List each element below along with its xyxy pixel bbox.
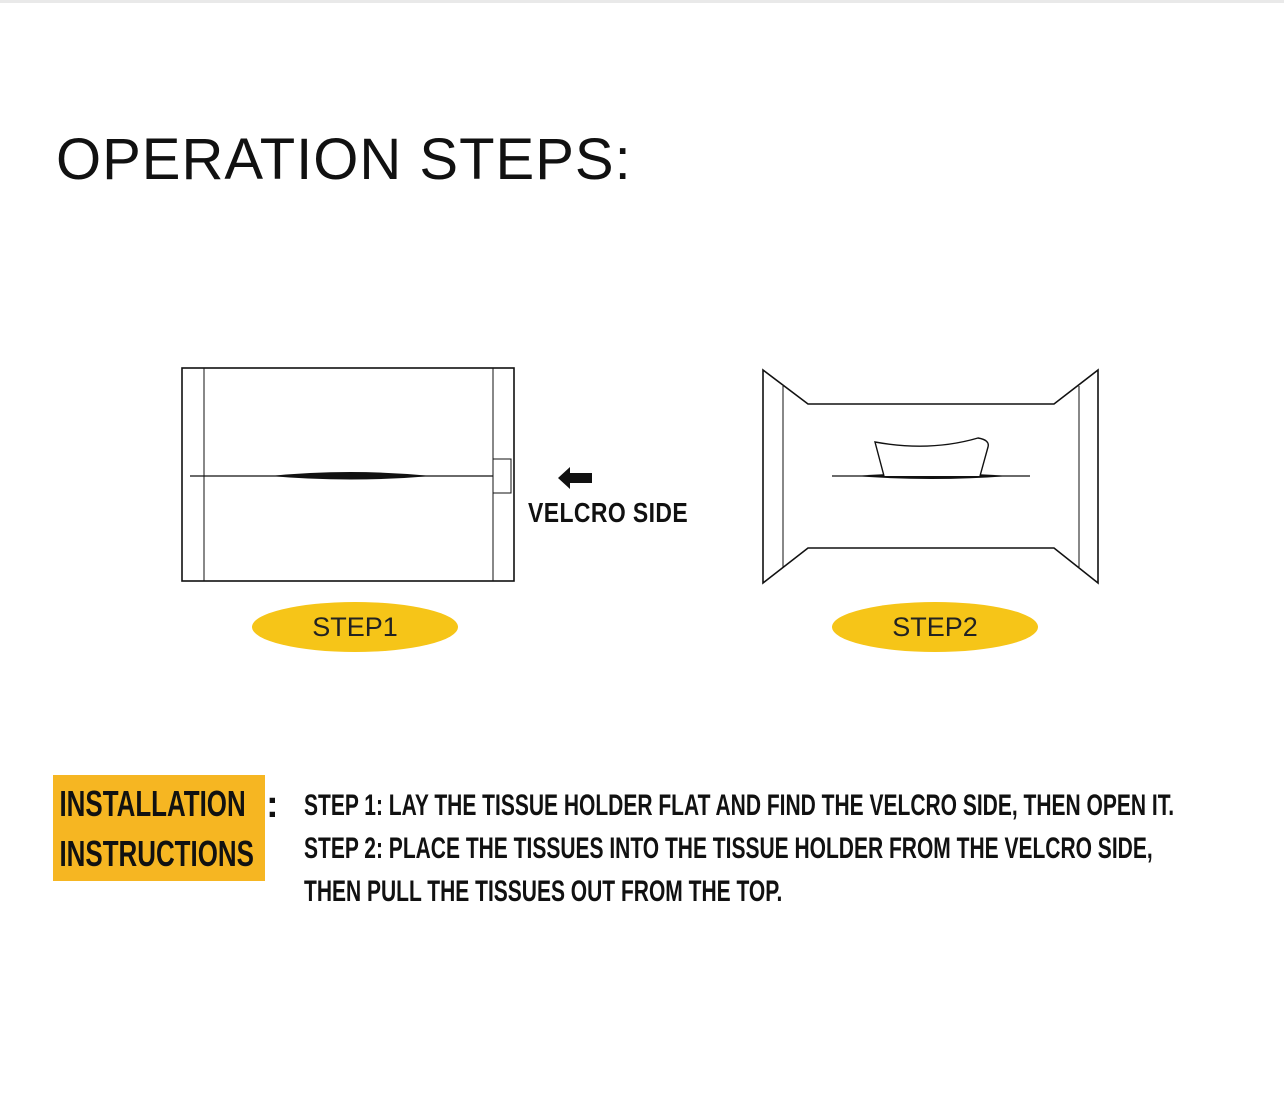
step1-badge: STEP1 xyxy=(252,602,458,652)
tissue-opening xyxy=(270,472,432,480)
holder-outline xyxy=(762,368,1099,585)
instruction-line-1: STEP 1: LAY THE TISSUE HOLDER FLAT AND F… xyxy=(304,789,1175,822)
step2-label: STEP2 xyxy=(892,611,978,642)
instruction-line-2: STEP 2: PLACE THE TISSUES INTO THE TISSU… xyxy=(304,832,1153,865)
velcro-tab xyxy=(492,458,512,494)
step2-assembled-holder-illustration xyxy=(762,368,1099,585)
tissue-sheet xyxy=(874,437,989,477)
installation-heading-line2: INSTRUCTIONS xyxy=(59,833,254,874)
velcro-side-label: VELCRO SIDE xyxy=(528,497,689,528)
instruction-line-3: THEN PULL THE TISSUES OUT FROM THE TOP. xyxy=(304,875,783,908)
page-title: OPERATION STEPS: xyxy=(56,127,632,192)
top-divider xyxy=(0,0,1284,3)
installation-heading-box: INSTALLATION INSTRUCTIONS xyxy=(53,775,265,881)
step2-badge: STEP2 xyxy=(832,602,1038,652)
holder-outline xyxy=(181,367,515,582)
step1-label: STEP1 xyxy=(312,611,398,642)
left-arrow-icon xyxy=(558,467,592,489)
heading-colon: : xyxy=(266,784,279,826)
step1-flat-holder-illustration xyxy=(181,367,515,582)
instruction-text: STEP 1: LAY THE TISSUE HOLDER FLAT AND F… xyxy=(304,784,1174,913)
installation-heading-line1: INSTALLATION xyxy=(59,783,246,824)
